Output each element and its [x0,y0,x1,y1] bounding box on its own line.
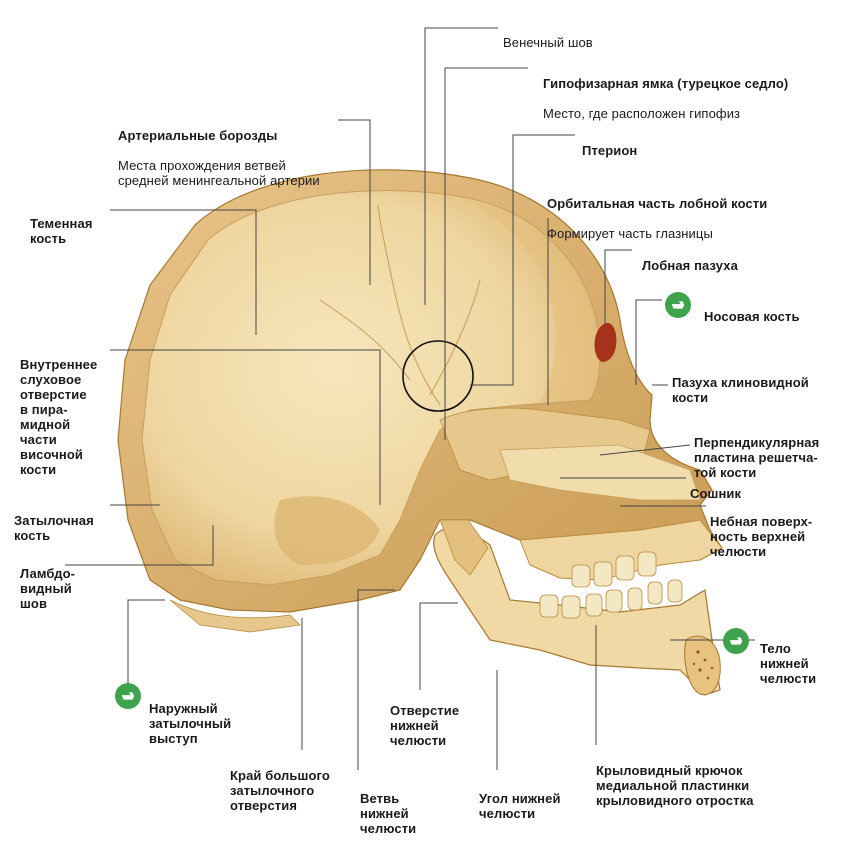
label-parietal-bone: Теменная кость [30,216,93,246]
label-external-occipital-protuberance: Наружный затылочный выступ [149,701,232,746]
label-perpendicular-plate: Перпендикулярная пластина решетча- той к… [694,435,820,480]
label-occipital-bone: Затылочная кость [14,513,94,543]
label-coronal-suture: Венечный шов [503,35,593,50]
label-mandible-ramus: Ветвь нижней челюсти [360,791,417,836]
pointing-hand-icon [665,292,691,318]
arterial-grooves [319,204,481,406]
label-arterial-grooves: Артериальные борозды Места прохождения в… [118,128,320,188]
vomer-shape [499,444,701,501]
maxilla [519,519,723,581]
occipital-base [169,599,301,633]
label-vomer: Сошник [690,486,742,501]
label-pterion: Птерион [582,143,638,158]
upper-teeth [571,551,657,588]
label-mandibular-foramen: Отверстие нижней челюсти [390,703,460,748]
label-mandible-body: Тело нижней челюсти [760,641,817,686]
lower-teeth [539,579,683,619]
mandible-cut-surface [684,635,721,696]
label-pterygoid-hamulus: Крыловидный крючок медиальной пластинки … [596,763,754,808]
occipital-shading [274,496,380,565]
label-palatine-surface: Небная поверх- ность верхней челюсти [710,514,813,559]
leader-lines [65,27,755,770]
label-nasal-bone: Носовая кость [704,309,800,324]
label-foramen-magnum-edge: Край большого затылочного отверстия [230,768,330,813]
label-lambdoid-suture: Ламбдо- видный шов [20,566,76,611]
pterion-circle [402,340,474,412]
cut-surface-pores [692,650,714,680]
pointing-hand-icon [115,683,141,709]
label-hypophyseal-fossa: Гипофизарная ямка (турецкое седло) Место… [543,76,789,121]
label-mandible-angle: Угол нижней челюсти [479,791,561,821]
mandible-ramus-shape [439,519,489,576]
orbital-plate [470,200,597,402]
frontal-sinus-shape [594,322,617,362]
label-internal-acoustic-meatus: Внутреннее слуховое отверстие в пира- ми… [20,357,98,477]
label-frontal-sinus: Лобная пазуха [642,258,738,273]
pointing-hand-icon [723,628,749,654]
label-orbital-part: Орбитальная часть лобной кости Формирует… [547,196,768,241]
label-sphenoid-sinus: Пазуха клиновидной кости [672,375,809,405]
